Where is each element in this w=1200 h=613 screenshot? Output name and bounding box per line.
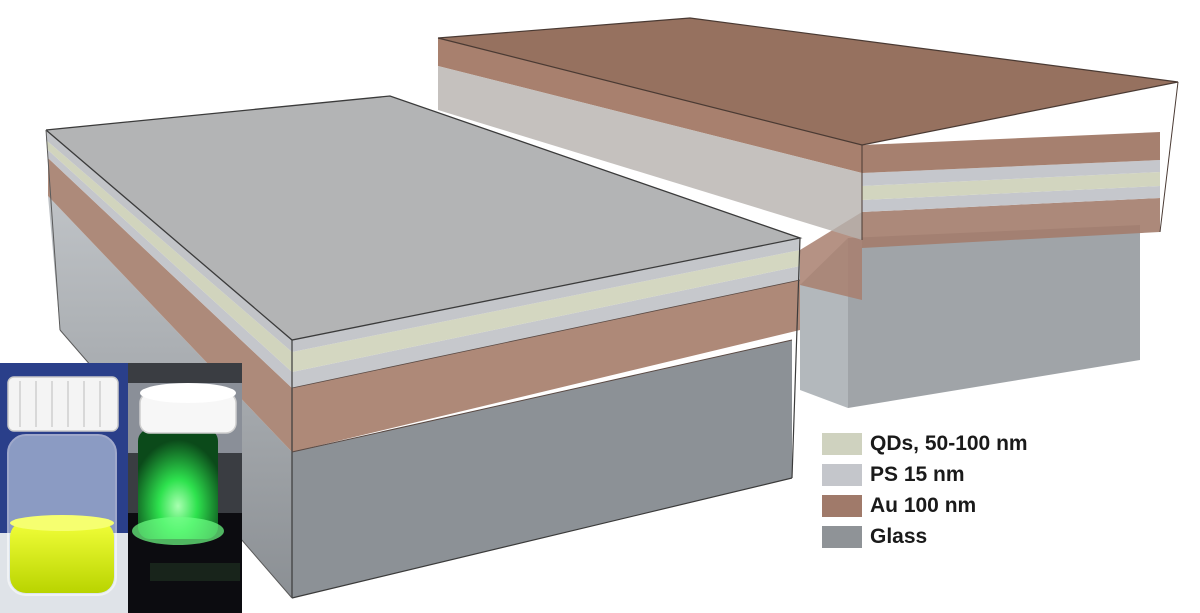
legend-swatch-qds (822, 433, 862, 455)
legend: QDs, 50-100 nm PS 15 nm Au 100 nm Glass (822, 428, 1028, 552)
legend-item-glass: Glass (822, 521, 1028, 552)
legend-swatch-au (822, 495, 862, 517)
legend-swatch-glass (822, 526, 862, 548)
legend-item-qds: QDs, 50-100 nm (822, 428, 1028, 459)
legend-swatch-ps (822, 464, 862, 486)
glass-vial-yellow-photo (8, 377, 118, 595)
back-glass-front (848, 225, 1140, 408)
legend-label-ps: PS 15 nm (870, 463, 965, 487)
legend-item-au: Au 100 nm (822, 490, 1028, 521)
legend-item-ps: PS 15 nm (822, 459, 1028, 490)
vials-photo-svg (0, 363, 242, 613)
vials-photo-inset (0, 363, 242, 613)
legend-label-au: Au 100 nm (870, 494, 976, 518)
legend-label-glass: Glass (870, 525, 927, 549)
legend-label-qds: QDs, 50-100 nm (870, 432, 1028, 456)
